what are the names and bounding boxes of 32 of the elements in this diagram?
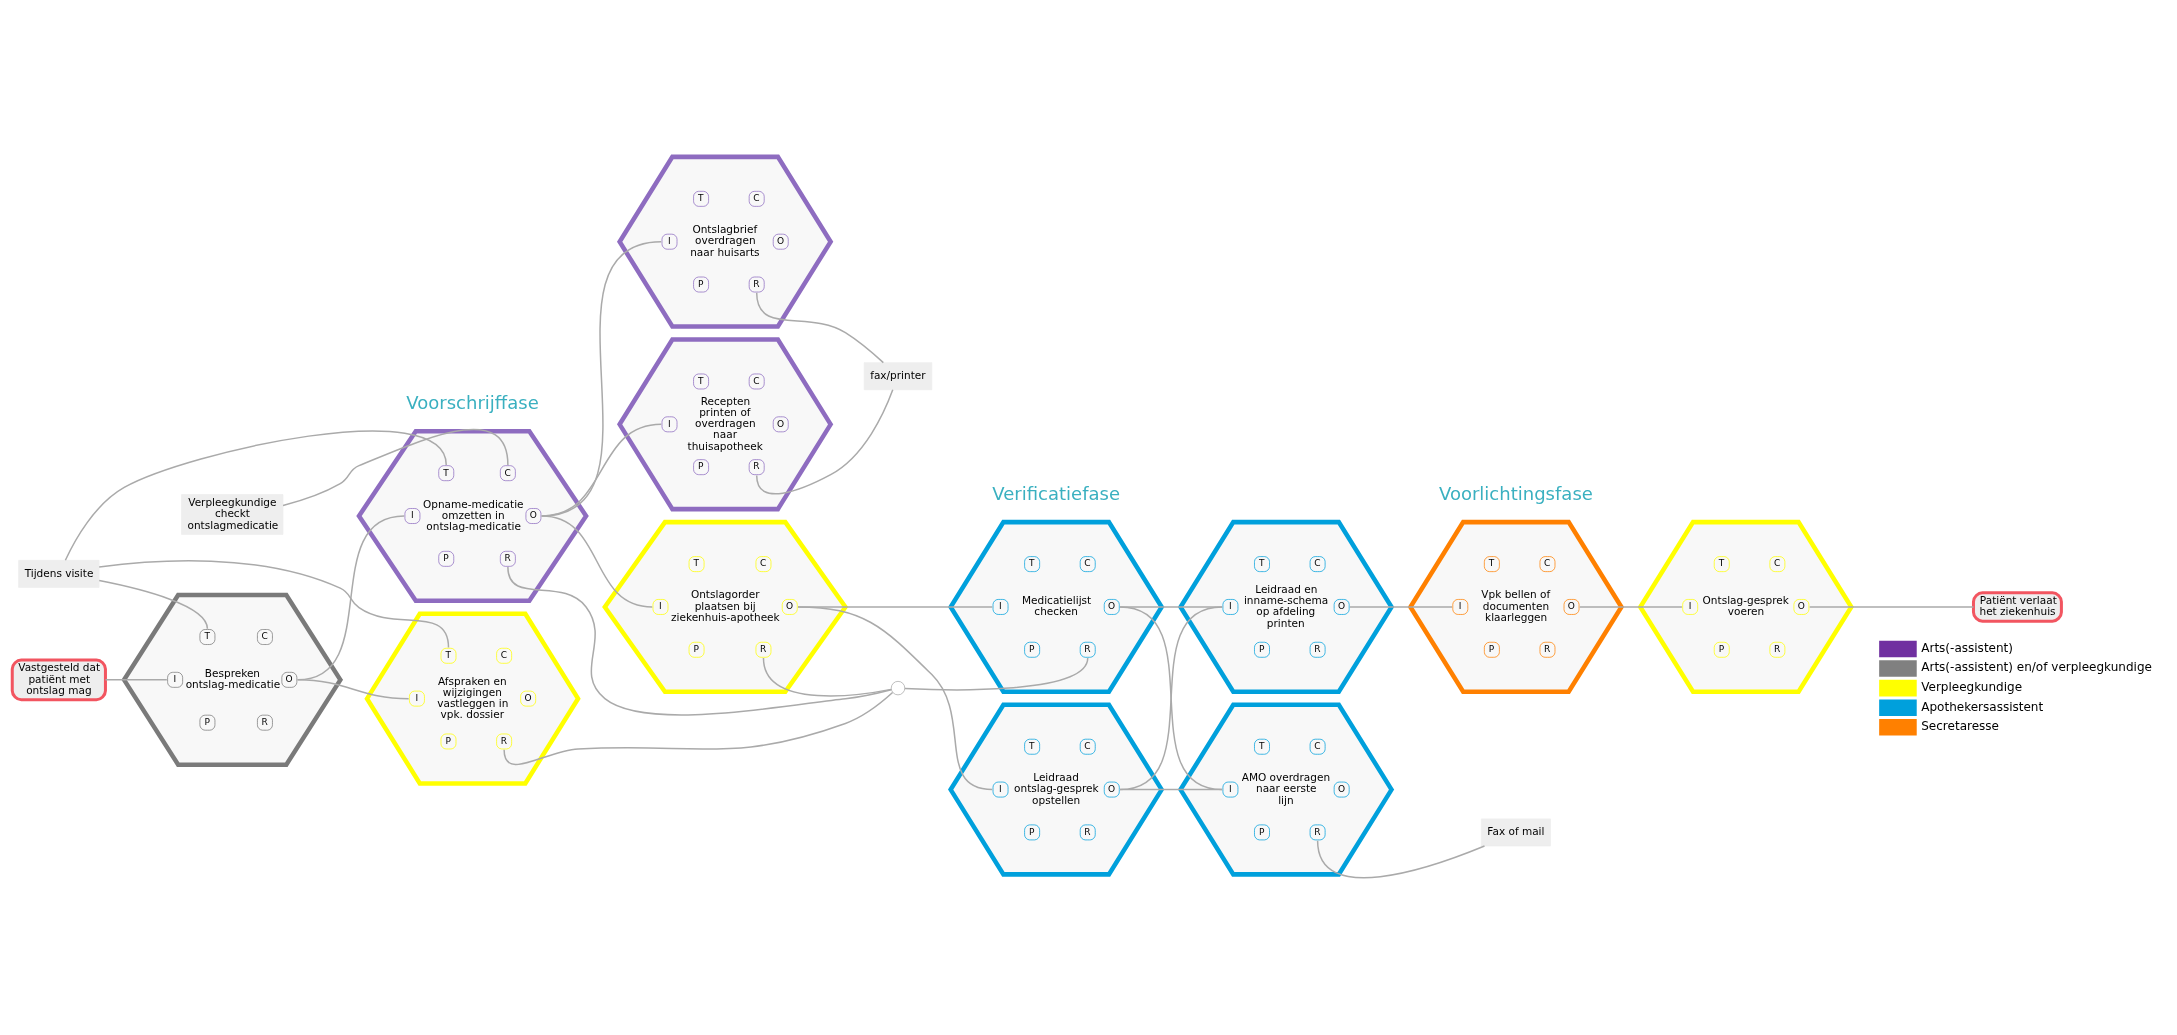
node-box: Vastgesteld dat patiënt met ontslag mag	[10, 658, 107, 702]
connector	[1808, 606, 1975, 608]
node-circle	[890, 680, 906, 696]
connector	[503, 691, 894, 766]
label: Verificatiefase	[992, 482, 1121, 504]
node-box: Patiënt verlaat het ziekenhuis	[1971, 591, 2063, 623]
label: Voorschrijffase	[406, 391, 539, 413]
connector	[282, 428, 509, 507]
connector	[797, 606, 994, 791]
node-box: Verpleegkundige checkt ontslagmedicatie	[181, 494, 284, 535]
legend-label: Secretaresse	[1921, 719, 1999, 734]
connector	[1119, 606, 1223, 791]
connector	[296, 679, 410, 700]
connector	[507, 566, 892, 716]
connector	[1316, 839, 1486, 879]
connector	[540, 515, 653, 608]
connector	[755, 292, 885, 364]
connector	[98, 560, 450, 649]
node-box: Tijdens visite	[18, 559, 100, 588]
legend-label: Apothekersassistent	[1921, 699, 2044, 714]
legend-label: Arts(-assistent) en/of verpleegkundige	[1921, 660, 2152, 675]
label: Voorlichtingsfase	[1438, 482, 1593, 504]
node-box: fax/printer	[863, 362, 933, 391]
connector	[755, 389, 894, 495]
legend-label: Arts(-assistent)	[1921, 640, 2014, 655]
connector	[64, 430, 447, 561]
connector	[98, 579, 209, 630]
connector	[1119, 788, 1223, 791]
connector	[762, 657, 892, 697]
legend-label: Verpleegkundige	[1921, 679, 2023, 694]
connector	[904, 657, 1089, 691]
node-box: Fax of mail	[1480, 818, 1551, 847]
